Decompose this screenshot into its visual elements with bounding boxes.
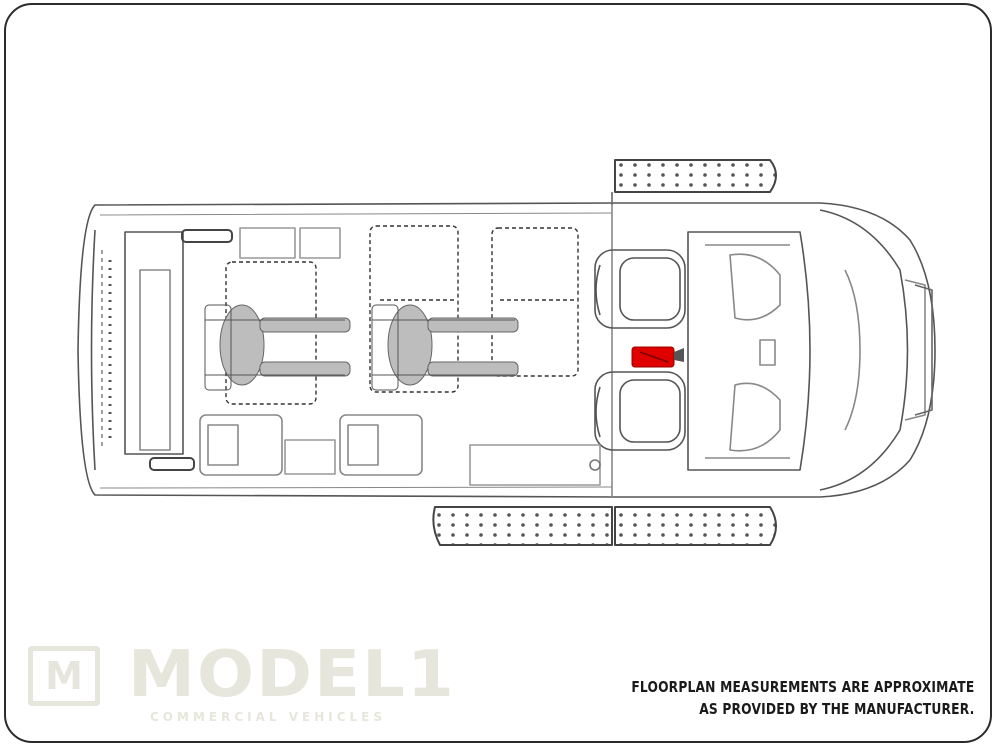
folded-seat-zone xyxy=(491,227,579,377)
logo-letter: M xyxy=(45,654,83,698)
disclaimer-line-1: FLOORPLAN MEASUREMENTS ARE APPROXIMATE xyxy=(630,678,974,696)
fire-extinguisher-icon xyxy=(631,346,684,368)
brand-watermark: M MODEL1 COMMERCIAL VEHICLES xyxy=(28,638,454,734)
logo-mark xyxy=(28,646,100,706)
folded-seat-zone xyxy=(369,225,459,393)
disclaimer-line-2: AS PROVIDED BY THE MANUFACTURER. xyxy=(698,700,974,718)
van-body-outline xyxy=(77,202,936,498)
passenger-seat xyxy=(594,371,686,451)
side-seat xyxy=(199,414,283,476)
hood xyxy=(819,209,909,491)
running-board-icon xyxy=(432,159,777,546)
wheelchair-occupant-icon xyxy=(204,304,351,391)
tie-down-plate xyxy=(181,229,233,243)
brand-tagline: COMMERCIAL VEHICLES xyxy=(150,710,386,724)
side-seat xyxy=(339,414,423,476)
driver-seat xyxy=(594,249,686,329)
disclaimer: FLOORPLAN MEASUREMENTS ARE APPROXIMATE A… xyxy=(631,676,974,720)
tie-down-plate xyxy=(149,457,195,471)
brand-name: MODEL1 xyxy=(128,638,456,712)
wheelchair-occupant-icon xyxy=(371,304,519,391)
rear-door xyxy=(90,229,96,471)
dashboard xyxy=(687,231,811,471)
rear-bench xyxy=(124,231,184,455)
